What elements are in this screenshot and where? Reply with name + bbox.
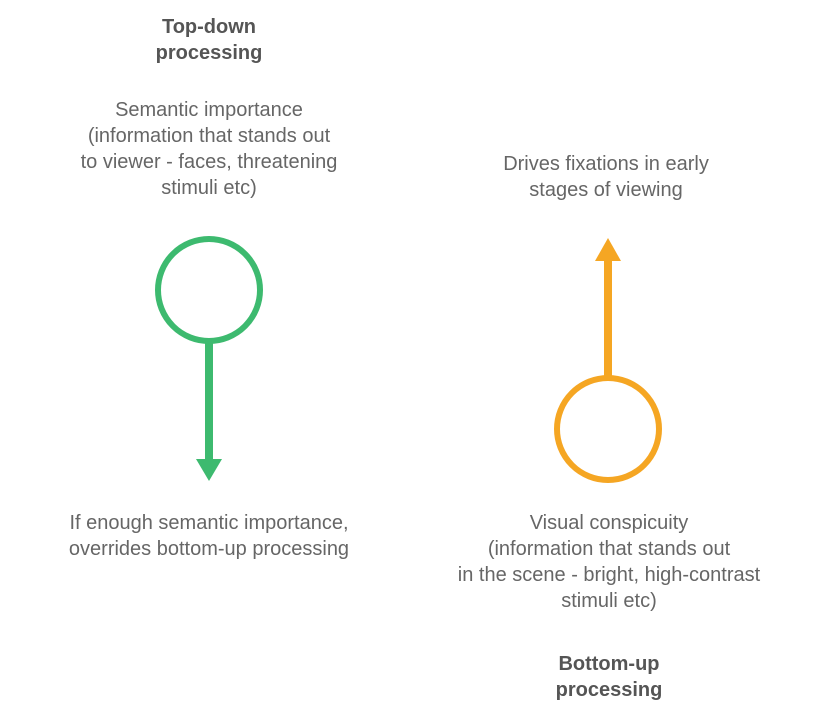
top-down-title: Top-down processing <box>155 16 263 64</box>
bottom-up-arrow-head <box>595 238 621 261</box>
bottom-up-circle <box>554 375 662 483</box>
top-down-source-text: Semantic importance (information that st… <box>80 99 338 199</box>
top-down-effect-text: If enough semantic importance, overrides… <box>68 512 350 560</box>
bottom-up-arrow-node <box>554 238 662 483</box>
top-down-arrow-head <box>196 459 222 481</box>
bottom-up-title: Bottom-up processing <box>555 653 663 701</box>
top-down-circle <box>155 236 263 344</box>
bottom-up-effect-text: Drives fixations in early stages of view… <box>503 153 709 201</box>
bottom-up-source-text: Visual conspicuity (information that sta… <box>457 512 761 612</box>
top-down-arrow-node <box>155 236 263 481</box>
